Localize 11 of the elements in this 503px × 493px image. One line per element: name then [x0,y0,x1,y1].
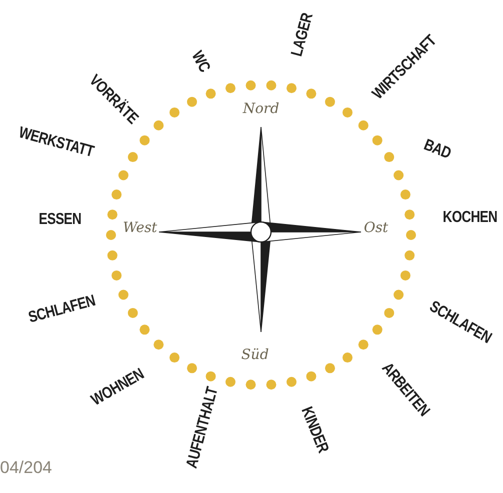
room-label: LAGER [288,11,318,59]
direction-label: Süd [241,347,269,363]
direction-label: West [122,220,158,236]
direction-label: Ost [364,220,388,236]
direction-label: Nord [242,101,280,117]
page-number: 04/204 [0,458,52,478]
room-label: KOCHEN [442,209,498,227]
room-label: BAD [421,136,453,164]
room-label: ESSEN [38,211,82,229]
room-label: WC [187,48,213,76]
room-label: KINDER [296,404,332,456]
